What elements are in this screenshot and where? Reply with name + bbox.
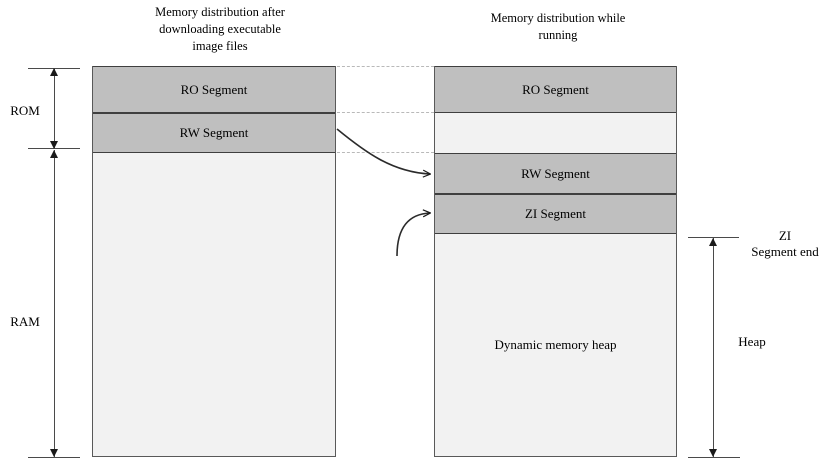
heap-label: Heap: [738, 334, 766, 349]
ram-arrow-down-icon: [50, 449, 58, 457]
ram-label: RAM: [10, 314, 40, 329]
right-segment-zi: ZI Segment: [435, 194, 676, 234]
rom-arrow-down-icon: [50, 141, 58, 149]
rom-measure-line: [54, 68, 55, 148]
left-segment-free: [93, 153, 335, 456]
right-segment-rw: RW Segment: [435, 153, 676, 194]
zi-creation-arrow: [396, 213, 430, 257]
zi-segment-end-label: ZI Segment end: [751, 228, 819, 259]
left-memory-column: RO Segment RW Segment: [92, 66, 336, 457]
tick-ram-end: [28, 457, 80, 458]
zi-end-arrow-up-icon: [709, 238, 717, 246]
right-segment-gap: [435, 113, 676, 153]
right-diagram-title: Memory distribution while running: [490, 11, 626, 42]
left-diagram-title: Memory distribution after downloading ex…: [155, 5, 285, 53]
ram-arrow-up-icon: [50, 150, 58, 158]
rom-label: ROM: [10, 103, 40, 118]
rom-arrow-up-icon: [50, 68, 58, 76]
ram-measure-line: [54, 150, 55, 457]
right-memory-column: RO Segment RW Segment ZI Segment Dynamic…: [434, 66, 677, 457]
right-segment-dynamic-heap: Dynamic memory heap: [435, 234, 676, 456]
guide-line-ro-top: [337, 66, 434, 67]
right-segment-ro: RO Segment: [435, 66, 676, 113]
tick-heap-end: [688, 457, 740, 458]
guide-line-rw-bottom: [337, 152, 434, 153]
left-segment-rw: RW Segment: [93, 113, 335, 153]
heap-arrow-down-icon: [709, 449, 717, 457]
heap-measure-line: [713, 238, 714, 457]
tick-zi-segment-end: [688, 237, 739, 238]
guide-line-ro-bottom: [337, 112, 434, 113]
left-segment-ro: RO Segment: [93, 66, 335, 113]
